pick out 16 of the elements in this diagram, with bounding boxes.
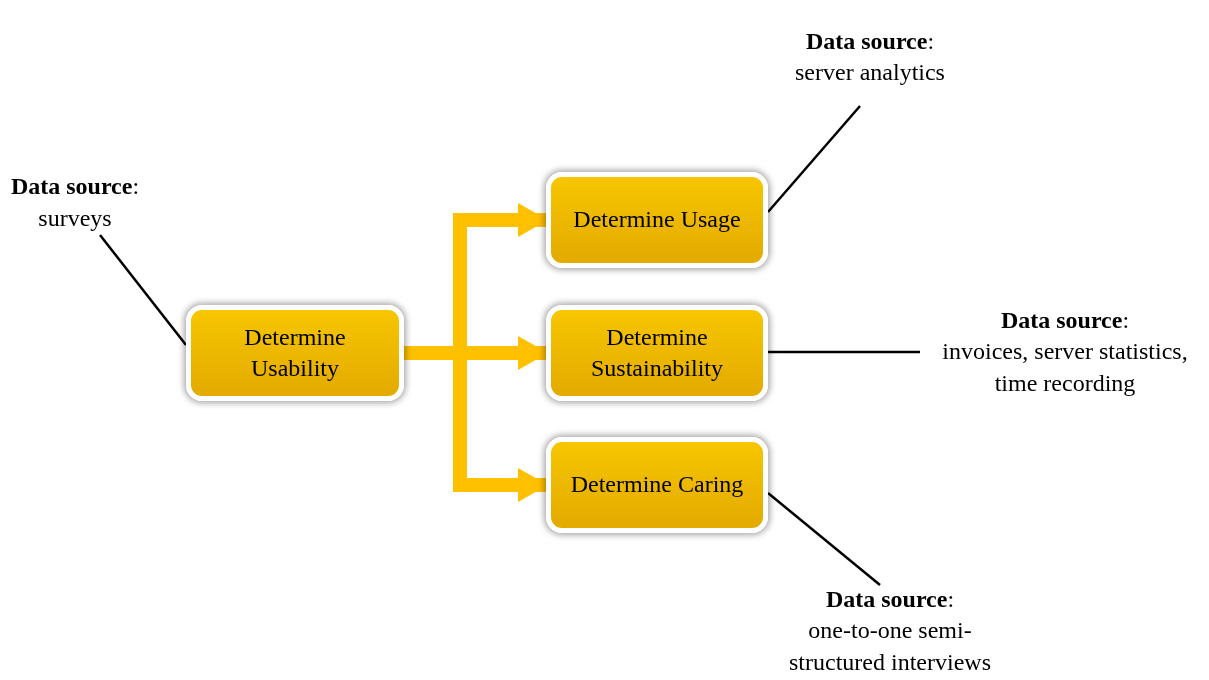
- leader-line: [99, 234, 187, 346]
- source-heading: Data source:: [1000, 306, 1130, 336]
- source-text: invoices, server statistics, time recording: [941, 337, 1189, 398]
- source-text: server analytics: [795, 58, 945, 87]
- leader-line: [767, 105, 861, 213]
- leader-line: [767, 492, 881, 586]
- source-heading: Data source:: [805, 26, 935, 56]
- box-label: Determine Sustainability: [590, 322, 724, 383]
- box-label: Determine Usability: [243, 322, 347, 383]
- box-label: Determine Usage: [573, 205, 741, 235]
- source-text: one-to-one semi-structured interviews: [788, 616, 992, 677]
- source-heading: Data source:: [825, 585, 955, 615]
- box-label: Determine Caring: [570, 470, 744, 500]
- source-heading: Data source:: [10, 172, 140, 202]
- source-text: surveys: [38, 203, 112, 233]
- leader-line: [768, 350, 920, 354]
